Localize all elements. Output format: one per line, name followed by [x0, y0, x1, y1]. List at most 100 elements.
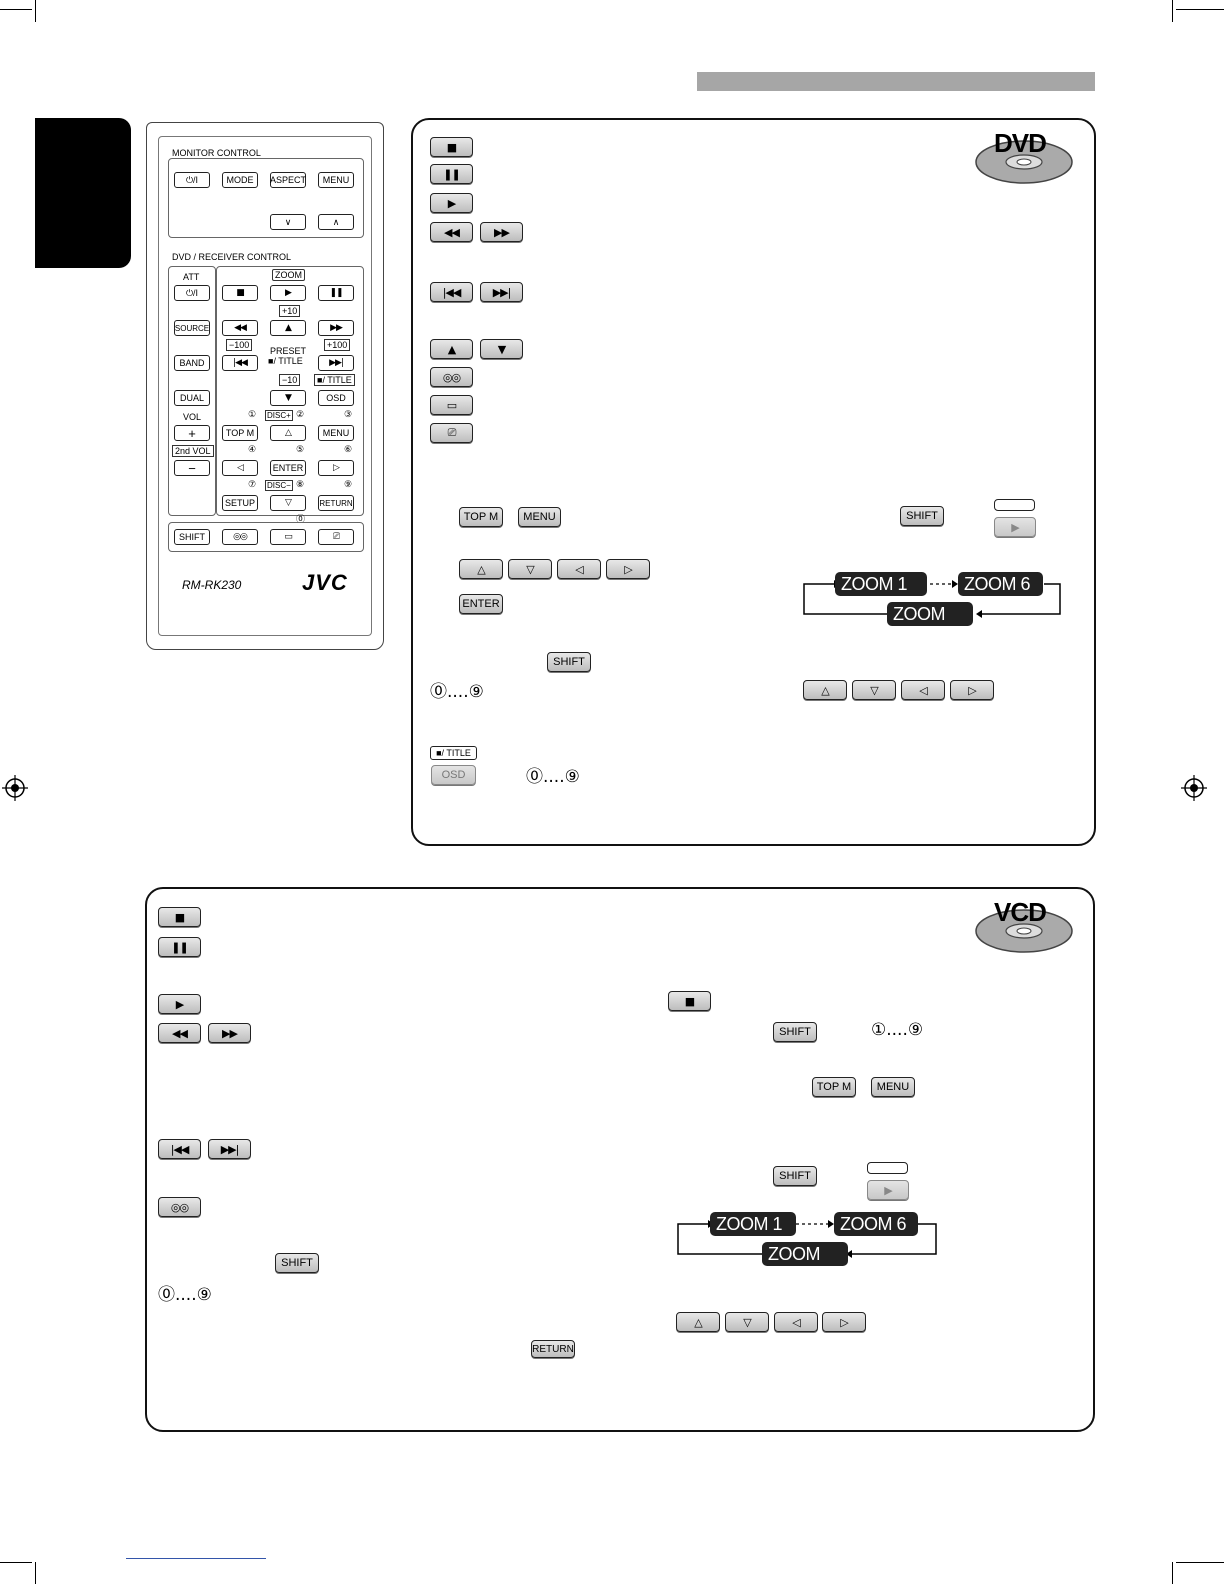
dvd-zoom-play-button[interactable]: ▶: [994, 517, 1036, 537]
remote-osd-button[interactable]: OSD: [318, 390, 354, 406]
remote-next-button[interactable]: ▶▶|: [318, 355, 354, 371]
remote-prev-button[interactable]: |◀◀: [222, 355, 258, 371]
remote-return-button[interactable]: RETURN: [318, 495, 354, 511]
dvd-title-key[interactable]: ■/ TITLE: [430, 746, 477, 760]
vcd-zoom-down-button[interactable]: ▽: [725, 1312, 769, 1332]
monitor-down-button[interactable]: ∨: [270, 214, 306, 230]
vcd-zoom-play-button[interactable]: ▶: [867, 1180, 909, 1200]
dvd-zoom-right-button[interactable]: ▷: [950, 680, 994, 700]
dvd-stop-button[interactable]: ■: [430, 137, 473, 157]
remote-pause-button[interactable]: ❚❚: [318, 285, 354, 301]
remote-rewind-button[interactable]: ◀◀: [222, 320, 258, 336]
dvd-zoom-left-button[interactable]: ◁: [901, 680, 945, 700]
remote-cursor-up-button[interactable]: △: [270, 425, 306, 441]
remote-top-m-button[interactable]: TOP M: [222, 425, 258, 441]
dvd-top-m-button[interactable]: TOP M: [459, 507, 503, 527]
rewind-icon: ◀◀: [172, 1026, 188, 1040]
vcd-zoom-left-button[interactable]: ◁: [774, 1312, 818, 1332]
remote-down-button[interactable]: ▼: [270, 390, 306, 406]
vcd-zoom-right-button[interactable]: ▷: [822, 1312, 866, 1332]
mode-button[interactable]: MODE: [222, 172, 258, 188]
dvd-play-button[interactable]: ▶: [430, 193, 473, 213]
vol-up-button[interactable]: +: [174, 425, 210, 441]
monitor-menu-button[interactable]: MENU: [318, 172, 354, 188]
remote-audio-button[interactable]: ◎◎: [222, 529, 258, 545]
remote-play-button[interactable]: ▶: [270, 285, 306, 301]
vcd-zoom-shift-button[interactable]: SHIFT: [773, 1166, 817, 1186]
play-icon: ▶: [1011, 520, 1020, 534]
next-icon: ▶▶|: [220, 1142, 240, 1156]
dvd-next-button[interactable]: ▶▶|: [480, 282, 523, 302]
monitor-up-button[interactable]: ∧: [318, 214, 354, 230]
dvd-forward-button[interactable]: ▶▶: [480, 222, 523, 242]
dvd-shift-button[interactable]: SHIFT: [547, 652, 591, 672]
remote-stop-button[interactable]: ■: [222, 285, 258, 301]
dvd-osd-button[interactable]: OSD: [431, 765, 476, 785]
play-icon: ▶: [447, 196, 457, 210]
vcd-prev-button[interactable]: |◀◀: [158, 1139, 201, 1159]
preset-label: PRESET: [270, 346, 307, 356]
vcd-pause-button[interactable]: ❚❚: [158, 937, 201, 957]
remote-forward-button[interactable]: ▶▶: [318, 320, 354, 336]
dvd-prev-button[interactable]: |◀◀: [430, 282, 473, 302]
power-button[interactable]: ⏻/I: [174, 172, 210, 188]
minus100-label: −100: [226, 339, 253, 351]
vcd-number-range-1-9: ①....⑨: [871, 1020, 924, 1040]
dvd-enter-button[interactable]: ENTER: [459, 594, 503, 614]
dvd-cursor-down-button[interactable]: ▽: [508, 559, 552, 579]
vcd-forward-button[interactable]: ▶▶: [208, 1023, 251, 1043]
dvd-pause-button[interactable]: ❚❚: [430, 164, 473, 184]
triangle-up-icon: △: [821, 683, 830, 697]
vcd-zoom-up-button[interactable]: △: [676, 1312, 720, 1332]
vcd-pbc-stop-button[interactable]: ■: [668, 991, 711, 1011]
vcd-next-button[interactable]: ▶▶|: [208, 1139, 251, 1159]
dvd-audio-button[interactable]: ◎◎: [430, 367, 473, 387]
dvd-cursor-right-button[interactable]: ▷: [606, 559, 650, 579]
zoom-label: ZOOM: [272, 269, 305, 281]
vcd-audio-button[interactable]: ◎◎: [158, 1197, 201, 1217]
dvd-up-button[interactable]: ▲: [430, 339, 473, 359]
dvd-rewind-button[interactable]: ◀◀: [430, 222, 473, 242]
vcd-return-button[interactable]: RETURN: [531, 1340, 575, 1358]
remote-cursor-down-button[interactable]: ▽: [270, 495, 306, 511]
remote-menu-button[interactable]: MENU: [318, 425, 354, 441]
band-button[interactable]: BAND: [174, 355, 210, 371]
vol-down-button[interactable]: −: [174, 460, 210, 476]
bottom-keys-box: [168, 522, 364, 552]
angle-icon: ⎚: [447, 426, 457, 439]
remote-setup-button[interactable]: SETUP: [222, 495, 258, 511]
dvd-down-button[interactable]: ▼: [480, 339, 523, 359]
remote-angle-button[interactable]: ⎚: [318, 529, 354, 545]
vcd-pbc-shift-button[interactable]: SHIFT: [773, 1022, 817, 1042]
vcd-menu-button[interactable]: MENU: [871, 1077, 915, 1097]
vcd-shift-button[interactable]: SHIFT: [275, 1253, 319, 1273]
vcd-rewind-button[interactable]: ◀◀: [158, 1023, 201, 1043]
remote-shift-button[interactable]: SHIFT: [174, 529, 210, 545]
vcd-stop-button[interactable]: ■: [158, 907, 201, 927]
aspect-button[interactable]: ASPECT: [270, 172, 306, 188]
folder-icon: ■: [268, 356, 274, 366]
vcd-play-button[interactable]: ▶: [158, 994, 201, 1014]
source-button[interactable]: SOURCE: [174, 320, 210, 336]
dvd-cursor-left-button[interactable]: ◁: [557, 559, 601, 579]
remote-enter-button[interactable]: ENTER: [270, 460, 306, 476]
remote-cursor-right-button[interactable]: ▷: [318, 460, 354, 476]
fast-forward-icon: ▶▶: [222, 1026, 238, 1040]
remote-subtitle-button[interactable]: ▭: [270, 529, 306, 545]
dvd-zoom-up-button[interactable]: △: [803, 680, 847, 700]
up-arrow-icon: ▲: [447, 342, 457, 356]
remote-up-button[interactable]: ▲: [270, 320, 306, 336]
dvd-zoom-shift-button[interactable]: SHIFT: [900, 506, 944, 526]
dvd-subtitle-button[interactable]: ▭: [430, 395, 473, 415]
crop-mark: [35, 0, 36, 22]
dvd-menu-button[interactable]: MENU: [518, 507, 561, 527]
vcd-top-m-button[interactable]: TOP M: [812, 1077, 856, 1097]
dvd-zoom-down-button[interactable]: ▽: [852, 680, 896, 700]
dual-button[interactable]: DUAL: [174, 390, 210, 406]
stop-icon: ■: [174, 910, 185, 924]
remote-cursor-left-button[interactable]: ◁: [222, 460, 258, 476]
dvd-angle-button[interactable]: ⎚: [430, 423, 473, 443]
dvd-cursor-up-button[interactable]: △: [459, 559, 503, 579]
brand-logo: JVC: [302, 570, 348, 595]
receiver-power-button[interactable]: ⏻/I: [174, 285, 210, 301]
